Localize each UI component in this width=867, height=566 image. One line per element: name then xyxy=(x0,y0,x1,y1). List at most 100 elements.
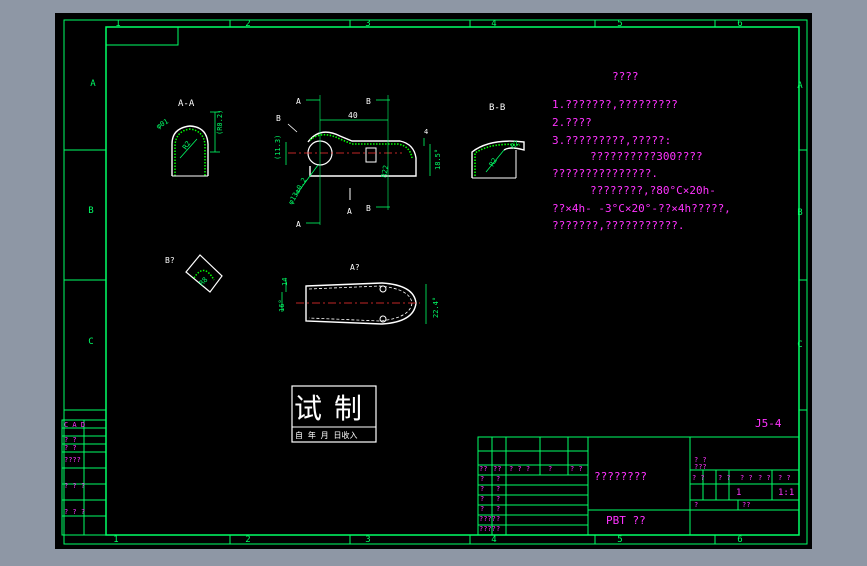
dim-r2-bb-2: R2 xyxy=(509,139,521,151)
zone-top-2: 2 xyxy=(245,19,250,29)
zone-bottom-3: 3 xyxy=(365,535,370,545)
dim-14: 14 xyxy=(281,278,289,286)
title-sig-row-5b: ? xyxy=(496,515,500,523)
inner-frame xyxy=(105,26,800,536)
dim-18-5: 18.5° xyxy=(434,149,442,170)
title-scale-ratio: 1:1 xyxy=(778,488,794,498)
zone-bottom-4: 4 xyxy=(491,535,496,545)
title-block xyxy=(477,436,800,536)
dim-11-3: (11.3) xyxy=(274,135,282,160)
marker-b-top: B xyxy=(366,97,371,106)
title-sig-row-3a: ? xyxy=(480,495,484,503)
title-sig-col-3: ? ? ? xyxy=(509,465,530,473)
stamp-title: 试制 xyxy=(294,392,374,425)
zone-top-1: 1 xyxy=(115,19,120,29)
title-label-q7b: ??? xyxy=(694,463,707,471)
title-sig-row-3b: ? xyxy=(496,495,500,503)
title-sig-row-4a: ? xyxy=(480,505,484,513)
left-block-row-4: ???? xyxy=(64,456,81,464)
title-sig-row-2b: ? xyxy=(496,485,500,493)
title-bottom-left: ? xyxy=(694,501,698,509)
marker-a-top: A xyxy=(296,97,301,106)
view-label-b-detail: B? xyxy=(165,256,175,265)
zone-bottom-5: 5 xyxy=(617,535,622,545)
sheet-background xyxy=(55,13,812,549)
marker-a-arrow: A xyxy=(347,207,352,216)
dim-r22: R22 xyxy=(380,164,390,178)
zone-bottom-1: 1 xyxy=(113,535,118,545)
zone-right-a: A xyxy=(797,81,803,91)
title-sig-row-5a: ???? xyxy=(479,515,496,523)
title-drawing-name: ???????? xyxy=(594,470,647,483)
technical-notes: ???? 1.???????,????????? 2.???? 3.??????… xyxy=(552,70,731,232)
title-right-header-3: ? ? xyxy=(740,474,753,482)
note-line-8: ???????,???????????. xyxy=(552,219,684,232)
title-sig-row-1a: ? xyxy=(480,475,484,483)
view-a: A? 14 16° 22.4° xyxy=(278,263,440,325)
zone-left-c: C xyxy=(88,337,93,347)
left-block-row-3: ? ? xyxy=(64,444,77,452)
title-sig-col-2: ?? xyxy=(493,465,501,473)
left-block-row-5: ? ? ? xyxy=(64,482,85,490)
notes-title: ???? xyxy=(612,70,639,83)
title-right-header-4: ? ? xyxy=(758,474,771,482)
zone-top-4: 4 xyxy=(491,19,496,29)
dim-r2-bb: R2 xyxy=(488,157,499,168)
zone-top-6: 6 xyxy=(737,19,742,29)
title-sig-col-5: ? ? xyxy=(570,465,583,473)
view-label-bb: B-B xyxy=(489,103,505,113)
note-line-1: 1.???????,????????? xyxy=(552,98,678,111)
title-bottom-mid: ?? xyxy=(742,501,750,509)
trial-stamp: 试制 自 年 月 日收入 xyxy=(291,385,377,443)
outer-frame xyxy=(63,19,808,545)
zone-left-a: A xyxy=(90,79,96,89)
note-line-4: ??????????300???? xyxy=(590,150,703,163)
view-label-a: A? xyxy=(350,263,360,272)
dim-r0-2: (R0.2) xyxy=(216,110,224,135)
main-side-view: A B A B B A 40 (11.3) φ13±0.2 R22 4 18.5… xyxy=(274,95,442,229)
title-label-q7: ? ? xyxy=(694,456,707,464)
zone-bottom-6: 6 xyxy=(737,535,742,545)
dim-40: 40 xyxy=(348,111,358,120)
title-right-header-1: ? ? xyxy=(692,474,705,482)
marker-b-detail: B xyxy=(276,114,281,123)
zone-left-b: B xyxy=(88,206,93,216)
note-line-6: ????????,?80°C×20h- xyxy=(590,184,716,197)
title-sig-col-1: ?? xyxy=(479,465,487,473)
dim-4: 4 xyxy=(424,128,428,136)
left-block-row-2: ? ? xyxy=(64,436,77,444)
view-label-aa: A-A xyxy=(178,99,195,109)
title-sig-row-6b: ? xyxy=(496,525,500,533)
title-right-header-5: ? ? xyxy=(778,474,791,482)
zone-top-3: 3 xyxy=(365,19,370,29)
zone-bottom-2: 2 xyxy=(245,535,250,545)
left-block-cad: C A D xyxy=(64,421,85,429)
marker-b-bottom: B xyxy=(366,204,371,213)
note-line-7: ??×4h- -3°C×20°-??×4h?????, xyxy=(552,202,731,215)
dim-16: 16° xyxy=(278,299,286,312)
zone-right-b: B xyxy=(797,208,802,218)
note-line-3: 3.?????????,?????: xyxy=(552,134,671,147)
left-block-row-6: ? ? ? xyxy=(64,508,85,516)
zone-right-c: C xyxy=(797,340,802,350)
title-sig-row-2a: ? xyxy=(480,485,484,493)
title-right-header-2: ? ? xyxy=(718,474,731,482)
note-line-5: ???????????????. xyxy=(552,167,658,180)
dim-r8: R8 xyxy=(198,276,210,288)
title-sig-col-4: ? xyxy=(548,465,552,473)
title-sig-row-4b: ? xyxy=(496,505,500,513)
title-sig-row-1b: ? xyxy=(496,475,500,483)
drawing-number: J5-4 xyxy=(755,417,782,430)
dim-r2-aa: R2 xyxy=(181,140,192,152)
zone-top-5: 5 xyxy=(617,19,622,29)
left-signature-block xyxy=(61,419,107,536)
section-view-bb: B-B R2 R2 xyxy=(471,103,525,179)
corner-box xyxy=(105,26,179,46)
marker-a-bottom: A xyxy=(296,220,301,229)
title-material: PBT ?? xyxy=(606,514,646,527)
dim-22-4: 22.4° xyxy=(432,297,440,318)
detail-view-b: B? R8 xyxy=(165,254,223,293)
title-scale-count: 1 xyxy=(736,488,741,498)
